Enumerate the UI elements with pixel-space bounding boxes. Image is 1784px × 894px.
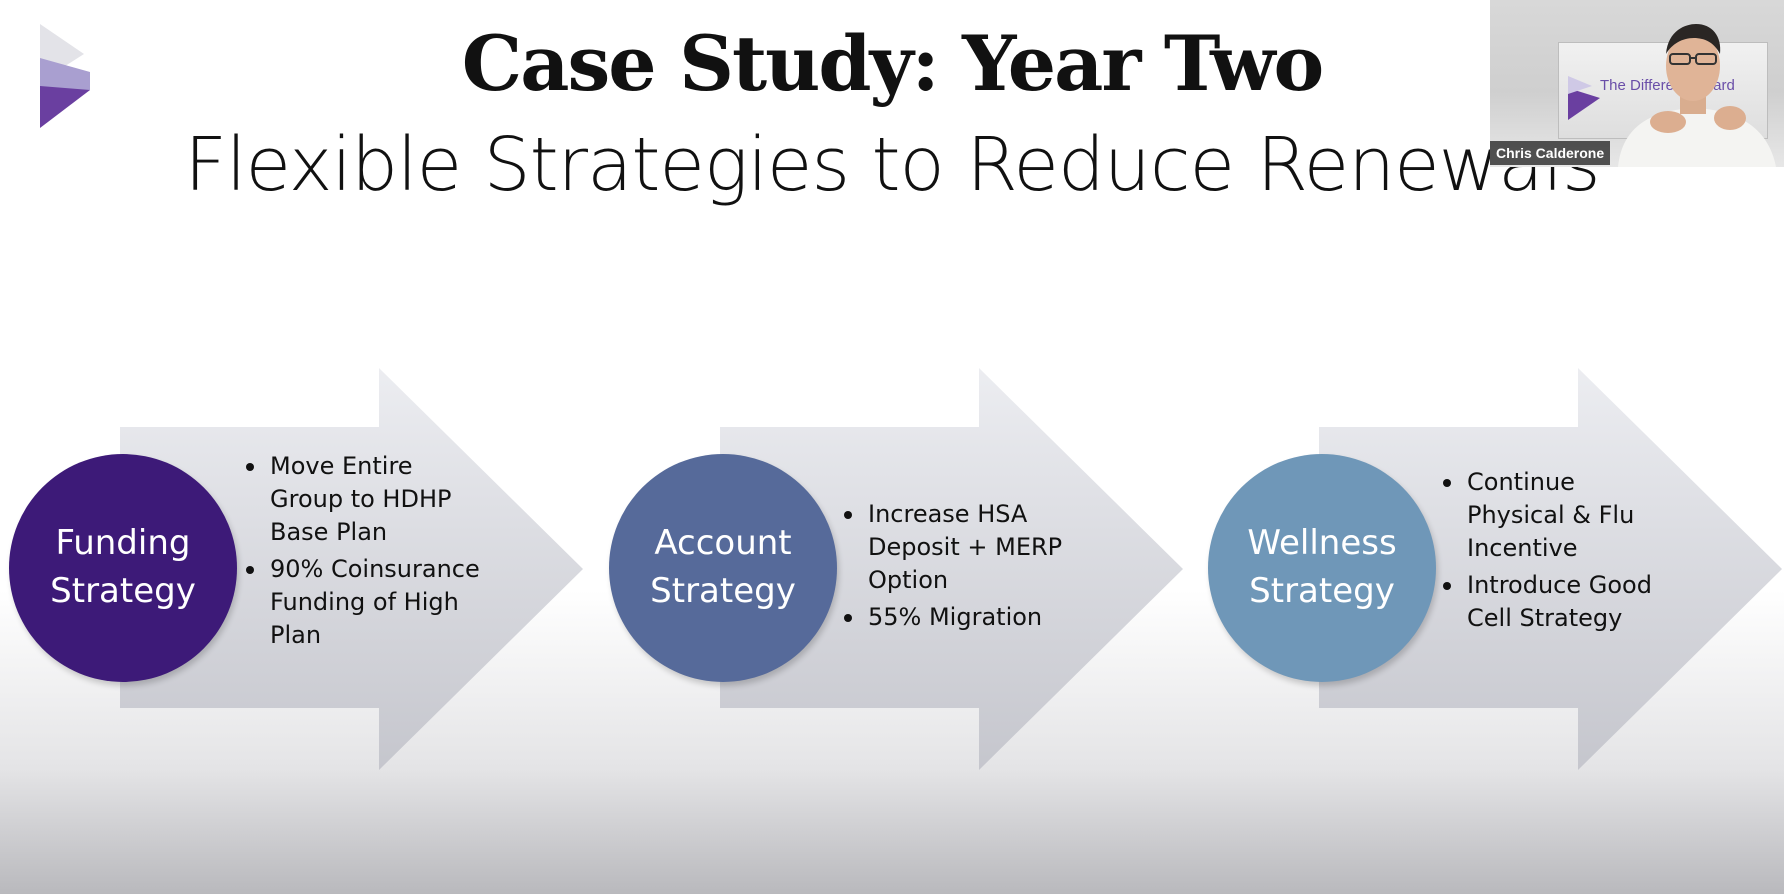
wellness-strategy-circle: Wellness Strategy — [1208, 454, 1436, 682]
participant-name-label: Chris Calderone — [1490, 141, 1610, 165]
funding-strategy-circle: Funding Strategy — [9, 454, 237, 682]
list-item: Increase HSA Deposit + MERP Option — [844, 498, 1094, 597]
list-item: Introduce Good Cell Strategy — [1443, 569, 1653, 635]
account-strategy-circle: Account Strategy — [609, 454, 837, 682]
participant-video-tile[interactable]: The Difference Card Chris Calderone — [1490, 0, 1784, 167]
list-item: Continue Physical & Flu Incentive — [1443, 466, 1653, 565]
step-label: Account Strategy — [650, 520, 796, 615]
bullet-list: Move Entire Group to HDHP Base Plan 90% … — [246, 450, 486, 656]
step-label: Funding Strategy — [50, 520, 196, 615]
bullet-list: Increase HSA Deposit + MERP Option 55% M… — [844, 498, 1094, 638]
list-item: Move Entire Group to HDHP Base Plan — [246, 450, 486, 549]
participant-video-icon — [1608, 14, 1784, 167]
bullet-list: Continue Physical & Flu Incentive Introd… — [1443, 466, 1653, 639]
list-item: 90% Coinsurance Funding of High Plan — [246, 553, 486, 652]
company-logo-icon — [1566, 72, 1602, 122]
step-label: Wellness Strategy — [1247, 520, 1396, 615]
list-item: 55% Migration — [844, 601, 1094, 634]
